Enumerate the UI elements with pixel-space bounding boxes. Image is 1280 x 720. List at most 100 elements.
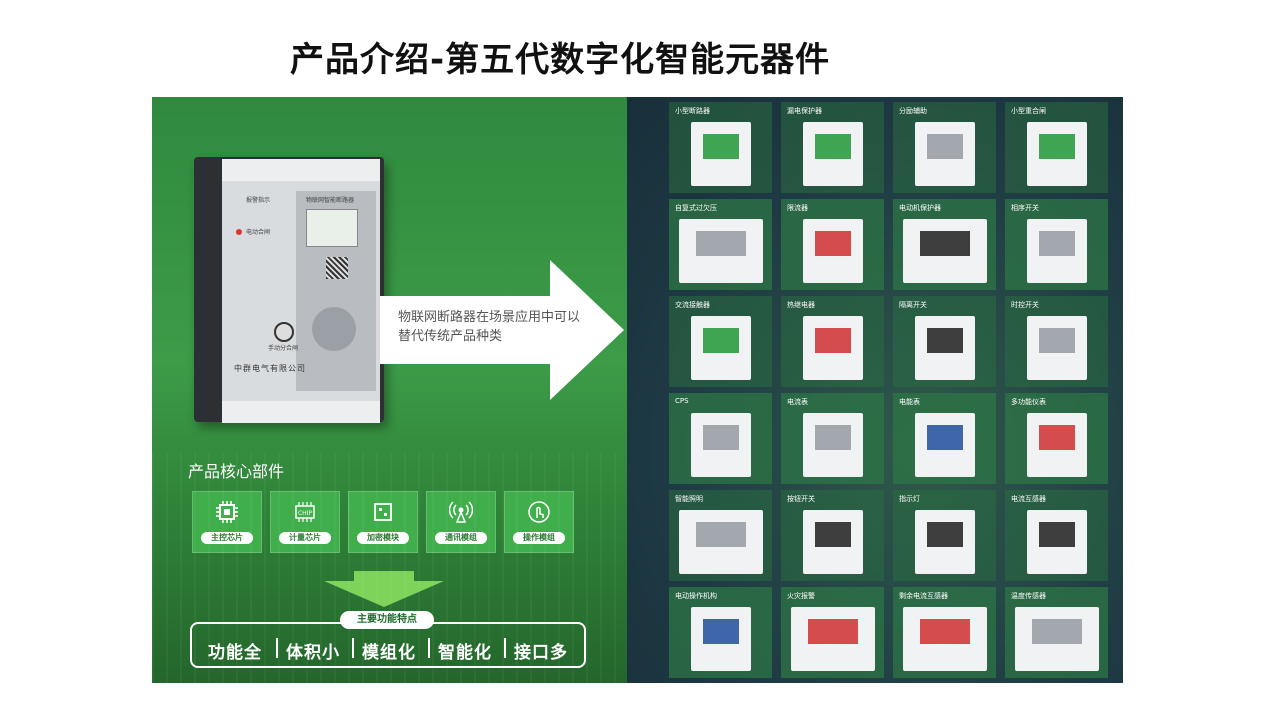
svg-text:CHIP: CHIP	[298, 510, 312, 517]
product-name: 漏电保护器	[787, 107, 822, 115]
device-header: 物联网智能断路器	[306, 197, 355, 204]
product-name: 多功能仪表	[1011, 398, 1046, 406]
product-name: 电流表	[787, 398, 808, 406]
product-board: 物联网智能断路器 电动合闸 报警指示 手动分合闸 中群电气有限公司 物联网断路器…	[152, 97, 1123, 683]
product-image	[1027, 510, 1087, 574]
product-image	[903, 219, 987, 283]
product-name: 温度传感器	[1011, 592, 1046, 600]
product-cell: 智能照明	[669, 490, 772, 581]
product-cell: 小型断路器	[669, 102, 772, 193]
device-brand: 中群电气有限公司	[234, 364, 306, 373]
product-cell: 温度传感器	[1005, 587, 1108, 678]
product-cell: 电能表	[893, 393, 996, 484]
product-cell: 热继电器	[781, 296, 884, 387]
product-image	[791, 607, 875, 671]
product-cell: 剩余电流互感器	[893, 587, 996, 678]
product-image	[1027, 316, 1087, 380]
product-cell: 隔离开关	[893, 296, 996, 387]
product-cell: 自复式过欠压	[669, 199, 772, 290]
touch-icon	[528, 501, 550, 523]
chip-icon: CHIP	[295, 502, 315, 522]
product-name: 交流接触器	[675, 301, 710, 309]
alarm-label: 报警指示	[246, 197, 271, 204]
product-name: 电能表	[899, 398, 920, 406]
antenna-icon	[449, 501, 473, 523]
product-name: CPS	[675, 397, 689, 405]
product-cell: 分励辅助	[893, 102, 996, 193]
product-name: 分励辅助	[899, 107, 927, 115]
product-cell: 相序开关	[1005, 199, 1108, 290]
product-name: 隔离开关	[899, 301, 927, 309]
product-name: 电动机保护器	[899, 204, 941, 212]
product-name: 小型断路器	[675, 107, 710, 115]
product-cell: 按钮开关	[781, 490, 884, 581]
product-image	[803, 316, 863, 380]
product-name: 限流器	[787, 204, 808, 212]
led-indicator-icon	[236, 229, 242, 235]
core-tile-comm: 通讯模组	[426, 491, 496, 553]
product-image	[915, 316, 975, 380]
product-image	[903, 607, 987, 671]
smart-breaker-image: 物联网智能断路器 电动合闸 报警指示 手动分合闸 中群电气有限公司	[194, 157, 384, 423]
product-cell: 限流器	[781, 199, 884, 290]
product-name: 相序开关	[1011, 204, 1039, 212]
manual-label: 手动分合闸	[268, 345, 299, 352]
product-image	[1027, 122, 1087, 186]
product-name: 火灾报警	[787, 592, 815, 600]
product-cell: 指示灯	[893, 490, 996, 581]
feature-item: 功能全	[208, 643, 262, 663]
product-image	[691, 607, 751, 671]
product-name: 剩余电流互感器	[899, 592, 948, 600]
product-image	[803, 413, 863, 477]
product-name: 小型重合闸	[1011, 107, 1046, 115]
product-image	[679, 219, 763, 283]
manual-knob-icon	[274, 322, 294, 342]
module-icon	[374, 503, 392, 521]
core-tile-main-chip: 主控芯片	[192, 491, 262, 553]
product-image	[915, 122, 975, 186]
product-name: 热继电器	[787, 301, 815, 309]
product-image	[803, 510, 863, 574]
product-cell: 电流互感器	[1005, 490, 1108, 581]
core-components-title: 产品核心部件	[188, 462, 285, 481]
product-cell: 电流表	[781, 393, 884, 484]
feature-item: 接口多	[514, 643, 568, 663]
product-cell: 火灾报警	[781, 587, 884, 678]
product-name: 按钮开关	[787, 495, 815, 503]
product-name: 时控开关	[1011, 301, 1039, 309]
product-image	[1027, 219, 1087, 283]
qr-code-icon	[326, 257, 348, 279]
big-arrow-icon	[380, 260, 624, 400]
feature-item: 模组化	[362, 643, 416, 663]
feature-item: 体积小	[286, 643, 340, 663]
product-cell: CPS	[669, 393, 772, 484]
product-name: 自复式过欠压	[675, 204, 717, 212]
page-title: 产品介绍-第五代数字化智能元器件	[290, 40, 831, 80]
product-name: 智能照明	[675, 495, 703, 503]
product-image	[915, 510, 975, 574]
product-cell: 电动操作机构	[669, 587, 772, 678]
product-image	[691, 413, 751, 477]
down-arrow-icon	[324, 571, 444, 607]
device-lcd	[306, 209, 358, 247]
product-image	[679, 510, 763, 574]
features-label: 主要功能特点	[340, 611, 434, 629]
product-grid-panel: 小型断路器 漏电保护器 分励辅助 小型重合闸自复式过欠压 限流器 电动机保护器 相序开关交流…	[627, 97, 1123, 683]
remote-label: 电动合闸	[246, 229, 271, 236]
product-image	[915, 413, 975, 477]
product-image	[1027, 413, 1087, 477]
product-cell: 时控开关	[1005, 296, 1108, 387]
core-tile-encryption: 加密模块	[348, 491, 418, 553]
left-panel: 物联网智能断路器 电动合闸 报警指示 手动分合闸 中群电气有限公司 物联网断路器…	[152, 97, 627, 683]
product-image	[691, 316, 751, 380]
core-tile-metering-chip: CHIP 计量芯片	[270, 491, 340, 553]
cpu-icon	[216, 501, 238, 523]
core-tile-operation: 操作模组	[504, 491, 574, 553]
product-image	[691, 122, 751, 186]
product-cell: 漏电保护器	[781, 102, 884, 193]
product-image	[803, 122, 863, 186]
product-name: 指示灯	[899, 495, 920, 503]
product-name: 电动操作机构	[675, 592, 717, 600]
product-cell: 电动机保护器	[893, 199, 996, 290]
feature-item: 智能化	[438, 643, 492, 663]
